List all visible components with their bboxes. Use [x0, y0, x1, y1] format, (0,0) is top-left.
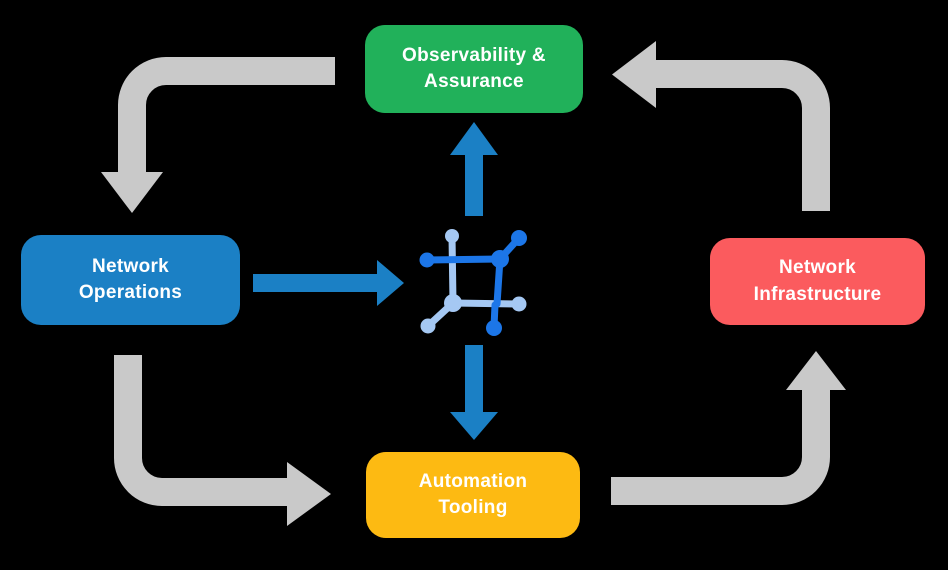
arrowhead-left-icon [612, 41, 656, 108]
arrowhead-right-icon [287, 462, 331, 526]
arrow-infrastructure-to-observability [656, 60, 830, 211]
arrowhead-up-icon [786, 351, 846, 390]
node-operations-label: Network Operations [78, 255, 183, 303]
arrow-automation-to-infrastructure [611, 390, 830, 505]
arrow-observability-to-operations [118, 57, 335, 172]
blue-arrowhead-up-icon [450, 122, 498, 155]
node-observability-assurance: Observability & Assurance [365, 25, 583, 113]
node-automation-label: Automation Tooling [418, 470, 528, 518]
node-infrastructure-label: Network Infrastructure [753, 257, 882, 305]
node-observability-label: Observability & Assurance [402, 44, 546, 92]
arrowhead-down-icon [101, 172, 163, 213]
blue-arrowhead-right-icon [377, 260, 404, 306]
node-automation-tooling: Automation Tooling [366, 452, 580, 538]
arrow-operations-to-automation [114, 355, 287, 506]
node-network-infrastructure: Network Infrastructure [710, 238, 925, 325]
node-network-operations: Network Operations [21, 235, 240, 325]
blue-arrowhead-down-icon [450, 412, 498, 440]
network-fabric-icon [419, 229, 527, 336]
